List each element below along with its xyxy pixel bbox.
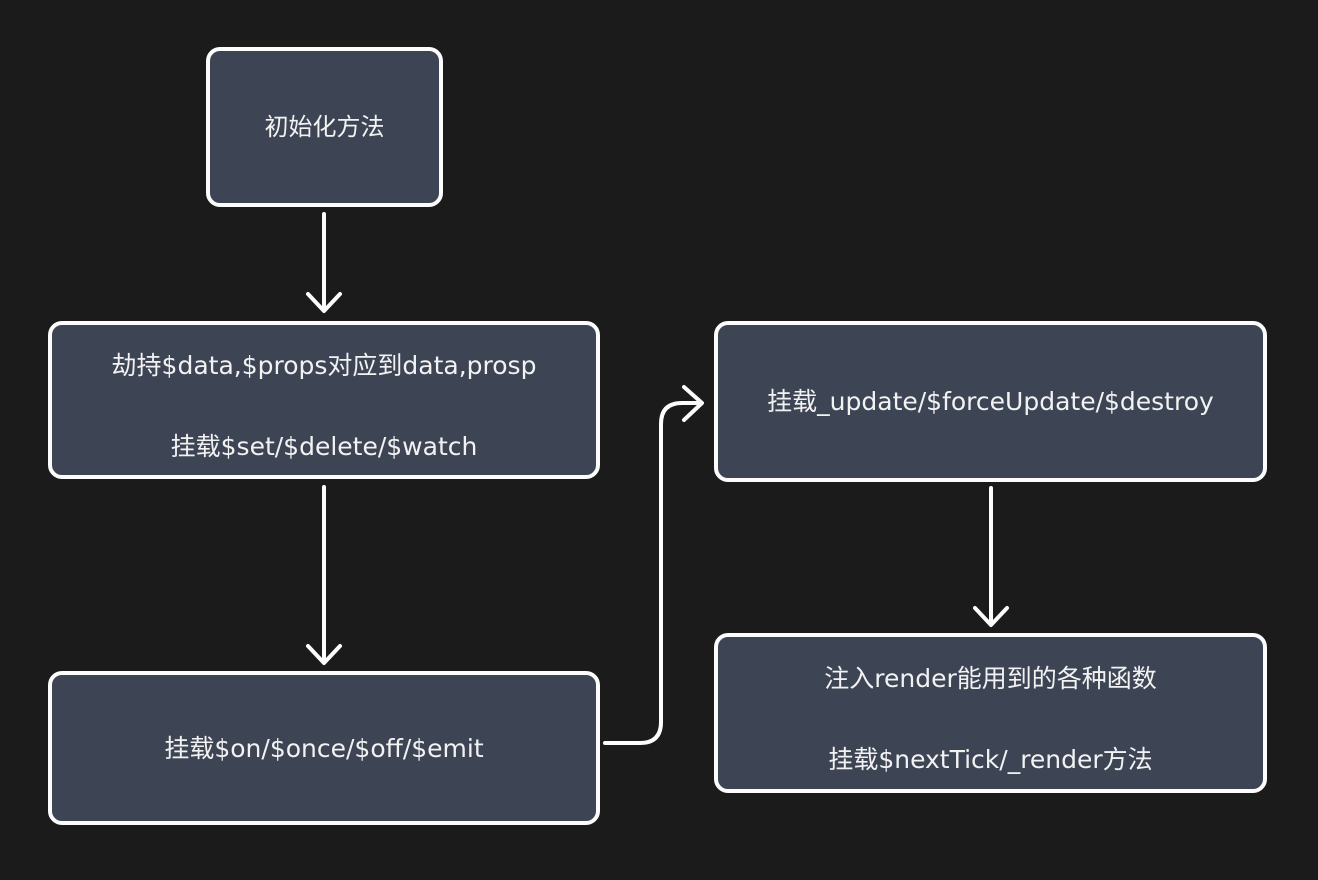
arrow-init-to-hijack — [306, 212, 342, 313]
node-label-line1: 注入render能用到的各种函数 — [824, 664, 1157, 693]
node-init-methods[interactable]: 初始化方法 — [206, 47, 443, 207]
node-mount-event-methods[interactable]: 挂载$on/$once/$off/$emit — [48, 671, 600, 825]
arrow-hijack-to-events — [306, 485, 342, 665]
node-label: 挂载$on/$once/$off/$emit — [164, 733, 484, 763]
node-mount-update-methods[interactable]: 挂载_update/$forceUpdate/$destroy — [714, 321, 1267, 482]
node-label: 初始化方法 — [264, 112, 385, 141]
node-label-line1: 劫持$data,$props对应到data,prosp — [111, 351, 537, 380]
arrow-events-to-update — [603, 385, 704, 745]
node-label-line2: 挂载$nextTick/_render方法 — [828, 745, 1153, 774]
node-label: 挂载_update/$forceUpdate/$destroy — [767, 387, 1214, 416]
node-hijack-data-props[interactable]: 劫持$data,$props对应到data,prosp 挂载$set/$dele… — [48, 321, 600, 479]
node-label-line2: 挂载$set/$delete/$watch — [170, 432, 478, 461]
node-inject-render-helpers[interactable]: 注入render能用到的各种函数 挂载$nextTick/_render方法 — [714, 633, 1267, 793]
arrow-update-to-render — [973, 486, 1009, 627]
